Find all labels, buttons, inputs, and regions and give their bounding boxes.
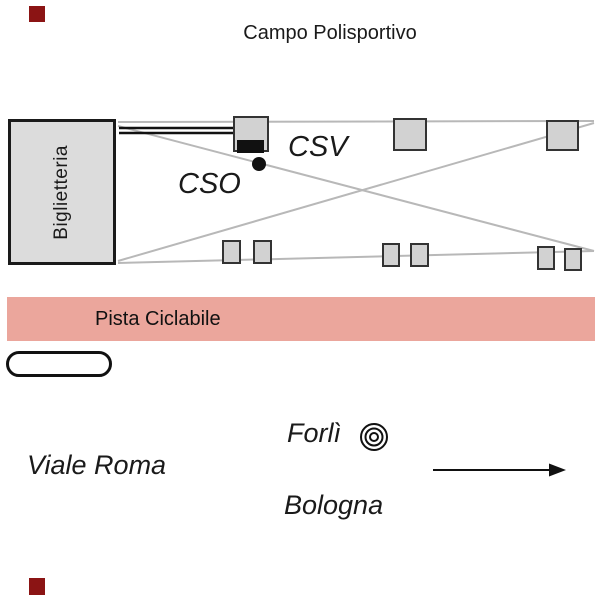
field-diagonal-up [117, 122, 595, 262]
corner-marker-top [29, 6, 45, 22]
field-top-line [117, 120, 595, 123]
building-small-4 [410, 243, 429, 267]
corner-marker-bottom [29, 578, 45, 595]
building-small-1 [222, 240, 241, 264]
field-bottom-line [117, 250, 595, 264]
page-title: Campo Polisportivo [243, 22, 417, 44]
pista-ciclabile-label: Pista Ciclabile [95, 307, 221, 330]
building-small-5 [537, 246, 555, 270]
biglietteria-label: Biglietteria [51, 144, 72, 240]
csv-black-marker [237, 140, 264, 153]
csv-label: CSV [288, 131, 348, 163]
bologna-label: Bologna [284, 490, 384, 520]
direction-arrow-icon [433, 463, 566, 477]
forli-label: Forlì [287, 418, 341, 448]
target-icon [360, 423, 388, 451]
cso-label: CSO [178, 168, 241, 200]
viale-roma-label: Viale Roma [27, 450, 167, 480]
building-square-top-right [546, 120, 579, 151]
cso-dot [252, 157, 266, 171]
building-small-3 [382, 243, 400, 267]
pill-shape [6, 351, 112, 377]
field-diagonal-down [117, 125, 595, 252]
bike-path-band: Pista Ciclabile [7, 297, 595, 341]
biglietteria-box: Biglietteria [8, 119, 116, 265]
building-small-2 [253, 240, 272, 264]
building-small-6 [564, 248, 582, 271]
building-square-top-middle [393, 118, 427, 151]
